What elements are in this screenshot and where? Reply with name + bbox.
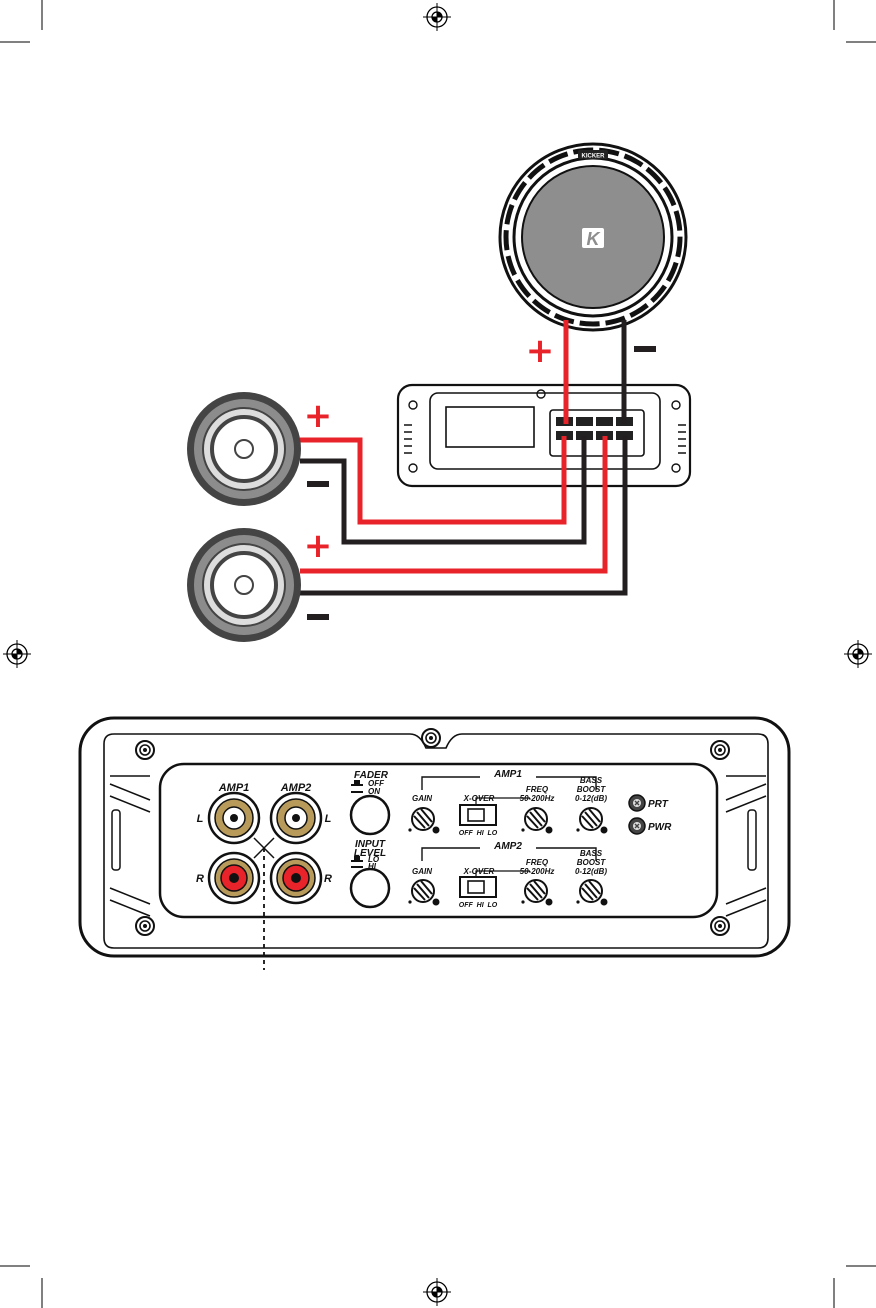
amp1-header: AMP1 [493,769,522,780]
amp2-gain-label: GAIN [412,867,432,876]
registration-mark-icon [423,3,451,31]
amp2-xover-options: OFF HI LO [459,902,498,909]
rca-jack-amp1-left[interactable] [209,793,259,843]
fader-on-option: ON [368,787,380,796]
amp2-header: AMP2 [493,841,522,852]
amp2-bass-label-2: BOOST [577,858,607,867]
rca-right-label: R [324,873,332,885]
led-indicator-icon [629,818,645,834]
speaker1-negative-sign [307,481,329,487]
input-level-button[interactable] [351,869,389,907]
brand-badge: KICKER [581,154,605,160]
amp1-freq-label: FREQ [526,785,549,794]
registration-mark-icon [423,1278,451,1306]
fader-button[interactable] [351,796,389,834]
rca-right-label: R [196,873,204,885]
rca-left-label: L [325,813,332,825]
registration-mark-icon [3,640,31,668]
amp1-bass-range: 0-12(dB) [575,794,607,803]
amp1-gain-label: GAIN [412,794,432,803]
rca-jack-amp2-left[interactable] [271,793,321,843]
amp1-xover-options: OFF HI LO [459,830,498,837]
rca-jack-amp2-right[interactable] [271,853,321,903]
input-level-control: INPUT LEVEL LO HI [351,839,389,907]
speaker1-positive-sign: + [304,396,333,436]
subwoofer: KICKER K [500,144,686,330]
fader-control: FADER OFF ON [351,770,389,834]
speaker-2 [187,528,301,642]
amp2-bass-range: 0-12(dB) [575,867,607,876]
amplifier-control-panel [80,718,789,956]
amp1-bass-label-1: BASS [580,776,603,785]
amp2-bass-label-1: BASS [580,849,603,858]
amp2-freq-range: 50-200Hz [520,867,555,876]
sub-positive-sign: + [526,331,555,371]
amp1-xover-label: X-OVER [463,794,495,803]
registration-mark-icon [844,640,872,668]
led-indicator-icon [629,795,645,811]
pwr-label: PWR [648,822,672,833]
amp2-xover-switch[interactable] [460,877,496,897]
speaker2-negative-sign [307,614,329,620]
svg-text:K: K [587,229,602,249]
amp2-freq-label: FREQ [526,858,549,867]
kicker-logo-icon: K [582,228,604,249]
prt-label: PRT [648,799,669,810]
speaker-1 [187,392,301,506]
amplifier-top-view [398,385,690,486]
rca-jack-amp1-right[interactable] [209,853,259,903]
sub-negative-sign [634,346,656,352]
rca-left-label: L [197,813,204,825]
amp1-freq-range: 50-200Hz [520,794,555,803]
amp1-bass-label-2: BOOST [577,785,607,794]
amp1-xover-switch[interactable] [460,805,496,825]
speaker2-positive-sign: + [304,526,333,566]
amp2-xover-label: X-OVER [463,867,495,876]
